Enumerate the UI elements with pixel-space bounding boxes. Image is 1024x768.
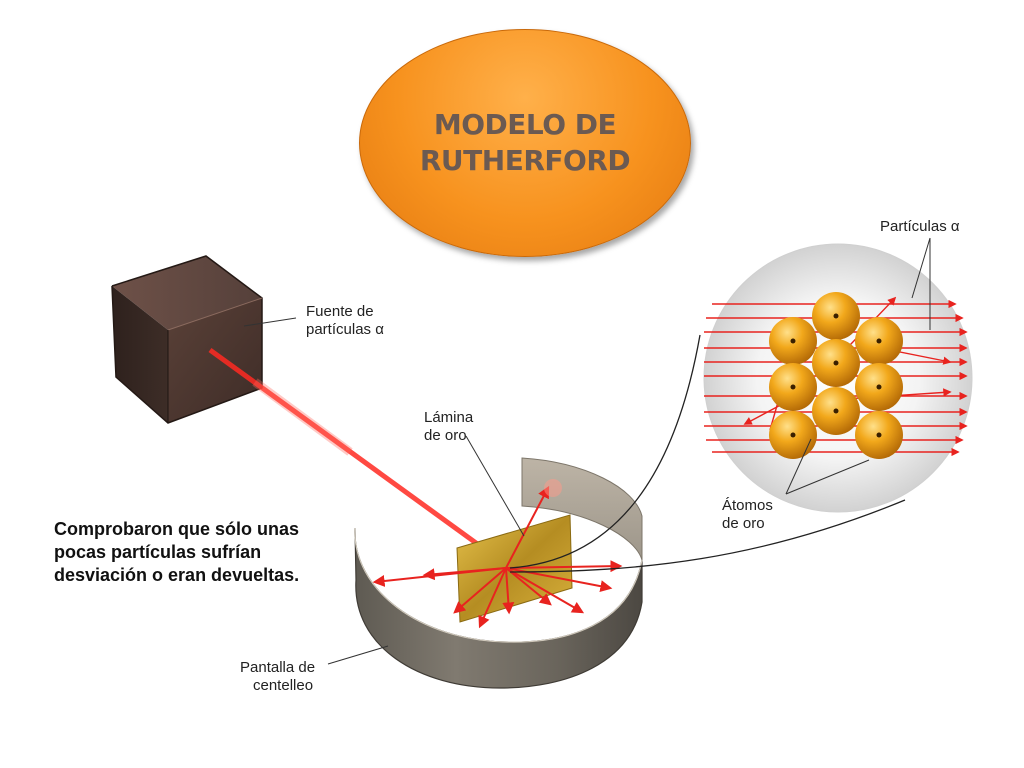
alpha-source-cube — [111, 255, 263, 424]
label-alpha-source: Fuente de partículas α — [306, 303, 384, 339]
label-source-line-2: partículas α — [306, 321, 384, 338]
magnified-view — [703, 243, 973, 513]
alpha-beam — [208, 347, 509, 567]
atoms-leader-2 — [785, 459, 870, 495]
caption-line-3: desviación o eran devueltas. — [54, 565, 300, 585]
label-scintillation-screen: Pantalla de centelleo — [240, 659, 315, 695]
alpha-leader-1 — [911, 237, 931, 299]
label-foil-line-2: de oro — [424, 427, 467, 444]
label-gold-foil: Lámina de oro — [424, 409, 473, 445]
label-gold-atoms: Átomos de oro — [722, 497, 773, 533]
label-alpha-particles: Partículas α — [880, 218, 960, 235]
screen-leader — [327, 645, 389, 665]
gold-atoms — [769, 292, 903, 459]
scattered-rays — [372, 485, 623, 629]
label-foil-line-1: Lámina — [424, 409, 474, 426]
title-line-1: MODELO DE — [433, 108, 617, 141]
caption-line-1: Comprobaron que sólo unas — [54, 519, 300, 539]
label-screen-line-1: Pantalla de — [240, 659, 316, 676]
label-screen-line-2: centelleo — [253, 677, 314, 694]
atoms-leader-1 — [785, 438, 812, 495]
zoom-connector-upper — [509, 334, 701, 569]
label-atoms-line-2: de oro — [722, 515, 765, 532]
caption: Comprobaron que sólo unas pocas partícul… — [54, 518, 354, 587]
title-line-2: RUTHERFORD — [419, 144, 631, 177]
source-leader — [243, 317, 297, 327]
label-source-line-1: Fuente de — [306, 303, 374, 320]
caption-line-2: pocas partículas sufrían — [54, 542, 262, 562]
label-atoms-line-1: Átomos — [722, 497, 773, 514]
zoom-connector-lower — [509, 499, 906, 573]
title-oval: MODELO DE RUTHERFORD — [359, 29, 691, 257]
foil-leader — [465, 435, 525, 537]
